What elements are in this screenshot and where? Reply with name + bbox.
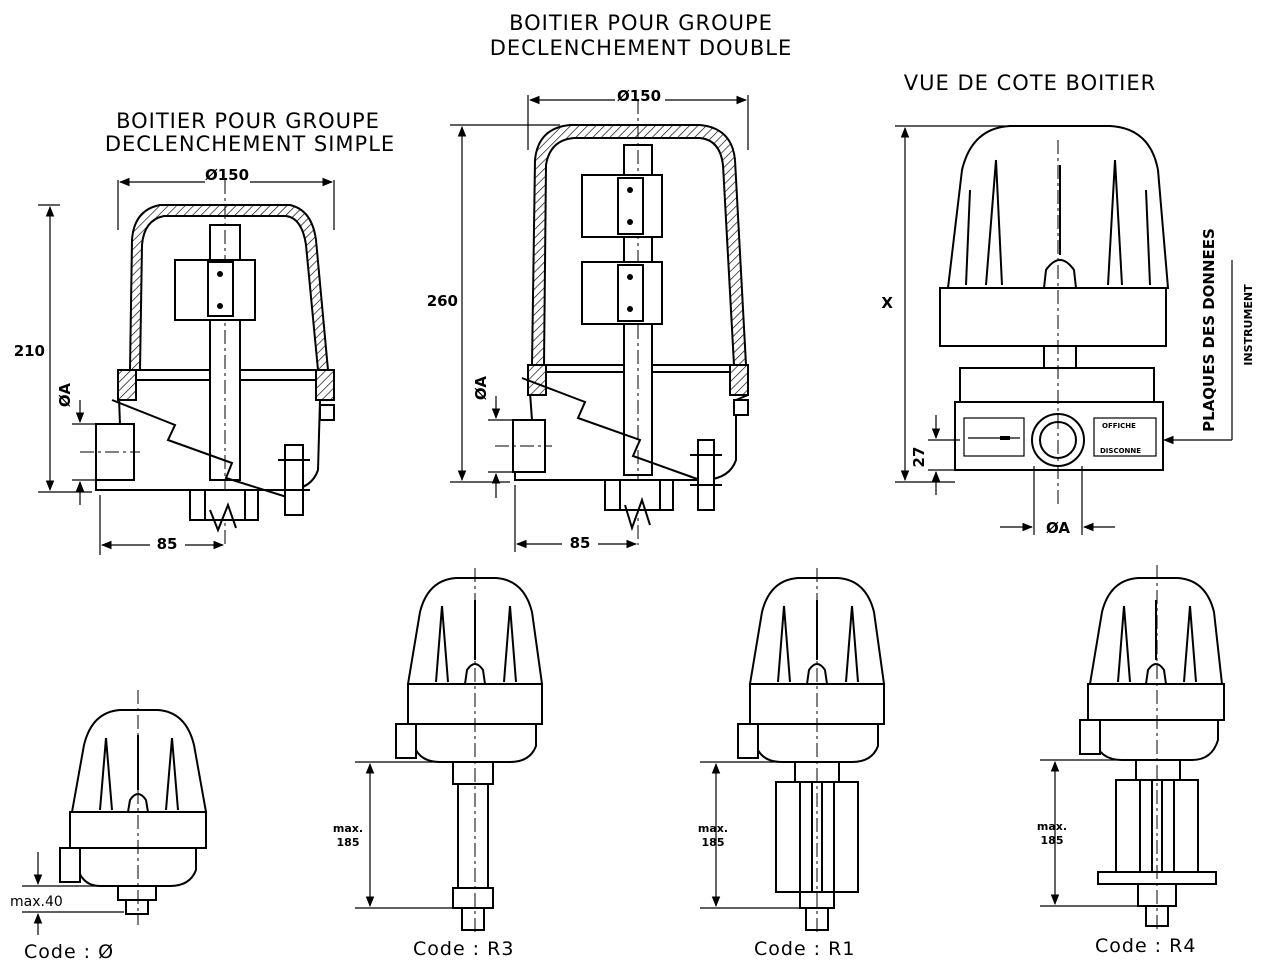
title-double-line-1: BOITIER POUR GROUPE <box>509 11 773 35</box>
variant-code-r4: max. 185 Code : R4 <box>1037 565 1225 957</box>
variant-code-r3: max. 185 Code : R3 <box>333 568 544 960</box>
view-single-housing <box>80 180 335 545</box>
plate-text-1: OFFICHE <box>1102 422 1136 430</box>
variant-r3-max-value: 185 <box>337 836 360 849</box>
view-double-housing <box>495 100 749 545</box>
dim-double-height: 260 <box>427 292 458 310</box>
dims-single: Ø150 210 ØA 85 <box>14 166 335 555</box>
dim-side-a: ØA <box>1046 519 1070 537</box>
dim-single-diameter: Ø150 <box>205 166 249 184</box>
label-data-plates: PLAQUES DES DONNEES <box>1200 228 1218 432</box>
dim-double-width: 85 <box>570 534 591 552</box>
plate-text-2: DISCONNE <box>1100 447 1141 455</box>
dims-side: X 27 ØA PLAQUES DES DONNEES INSTRUMENT <box>881 125 1255 537</box>
variant-r1-code: Code : R1 <box>754 938 855 960</box>
dims-double: Ø150 260 ØA 85 <box>427 87 749 552</box>
variant-r1-max-value: 185 <box>702 836 725 849</box>
variant-code-r1: max. 185 Code : R1 <box>698 568 886 960</box>
dim-single-width: 85 <box>157 535 178 553</box>
variant-r1-max-label: max. <box>698 822 728 835</box>
variant-r4-max-value: 185 <box>1041 834 1064 847</box>
variant-code-0: max.40 Code : Ø <box>10 690 208 963</box>
dim-single-a: ØA <box>56 383 74 407</box>
dim-single-height: 210 <box>14 342 45 360</box>
title-single: BOITIER POUR GROUPE DECLENCHEMENT SIMPLE <box>105 109 395 156</box>
variant-0-code: Code : Ø <box>24 941 114 963</box>
variant-r3-code: Code : R3 <box>413 938 514 960</box>
label-instrument: INSTRUMENT <box>1242 284 1255 366</box>
dim-double-diameter: Ø150 <box>617 87 661 105</box>
dim-double-a: ØA <box>472 376 490 400</box>
variant-r4-code: Code : R4 <box>1095 935 1196 957</box>
dim-side-height: X <box>881 294 893 312</box>
title-double: BOITIER POUR GROUPE DECLENCHEMENT DOUBLE <box>490 11 793 60</box>
title-single-line-1: BOITIER POUR GROUPE <box>116 109 380 133</box>
title-double-line-2: DECLENCHEMENT DOUBLE <box>490 36 793 60</box>
variant-r3-max-label: max. <box>333 822 363 835</box>
dim-side-27: 27 <box>910 447 928 468</box>
title-single-line-2: DECLENCHEMENT SIMPLE <box>105 132 395 156</box>
title-side-view: VUE DE COTE BOITIER <box>904 71 1156 95</box>
variant-r4-max-label: max. <box>1037 820 1067 833</box>
variant-0-max-label: max.40 <box>10 894 63 910</box>
view-side-housing: OFFICHE DISCONNE <box>939 125 1170 505</box>
